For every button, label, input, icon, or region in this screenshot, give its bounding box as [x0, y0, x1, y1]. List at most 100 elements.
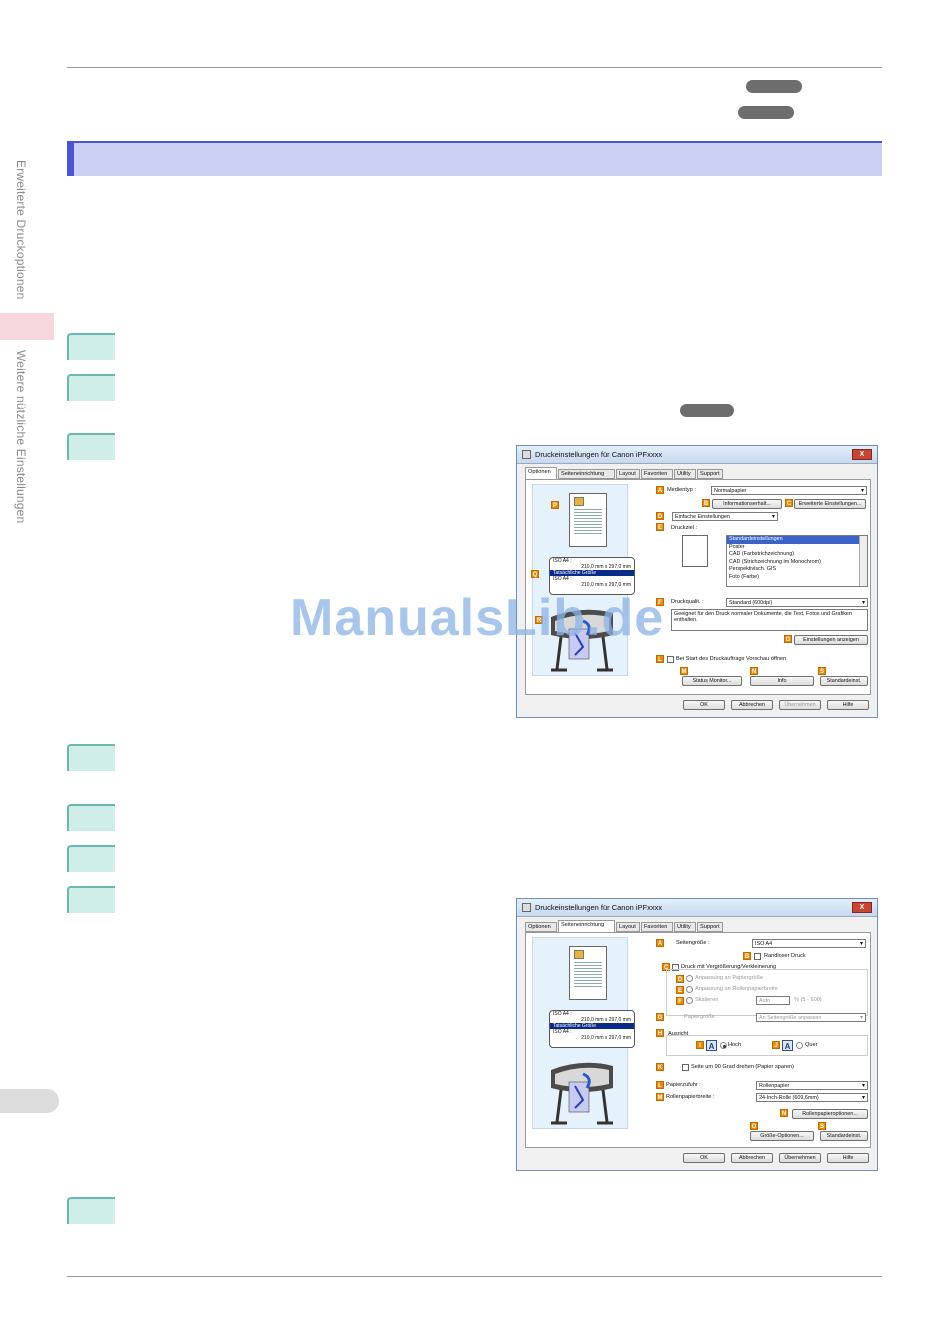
letter-N: N	[780, 1109, 788, 1117]
sidebar-section-label: Weitere nützliche Einstellungen	[14, 350, 28, 524]
dialog-title: Druckeinstellungen für Canon iPFxxxx	[535, 450, 663, 459]
tab-optionen[interactable]: Optionen	[525, 467, 557, 479]
letter-G: G	[784, 635, 792, 643]
defaults-button[interactable]: Standardeinst.	[820, 1131, 868, 1141]
help-button[interactable]: Hilfe	[827, 1153, 869, 1163]
tab-favoriten[interactable]: Favoriten	[641, 922, 673, 932]
letter-C: C	[785, 499, 793, 507]
quality-select[interactable]: Standard (600dpi)▾	[726, 598, 868, 607]
close-button[interactable]: X	[852, 902, 872, 913]
scale-checkbox[interactable]	[672, 964, 679, 971]
portrait-icon: A	[706, 1040, 717, 1051]
paper-size-label: Papiergröße :	[684, 1014, 718, 1020]
tab-seiteneinrichtung[interactable]: Seiteneinrichtung	[558, 469, 615, 479]
page-size-select[interactable]: ISO A4▾	[752, 939, 866, 948]
top-rule	[67, 67, 882, 68]
apply-button[interactable]: Übernehmen	[779, 700, 821, 710]
list-scrollbar[interactable]	[859, 536, 867, 586]
size-actual-toggle[interactable]: Tatsächliche Größe	[550, 1023, 634, 1029]
letter-R: R	[535, 616, 543, 624]
rotate-label: Seite um 90 Grad drehen (Papier sparen)	[691, 1064, 794, 1070]
quality-label: Druckqualit. :	[671, 599, 704, 605]
tab-layout[interactable]: Layout	[616, 922, 640, 932]
tab-support[interactable]: Support	[697, 922, 723, 932]
scaling-radio[interactable]	[686, 997, 693, 1004]
dialog-titlebar: Druckeinstellungen für Canon iPFxxxx X	[517, 446, 877, 464]
info-button[interactable]: Informationserhalt...	[712, 499, 782, 509]
roll-options-button[interactable]: Rollenpapieroptionen...	[792, 1109, 868, 1119]
apply-button[interactable]: Übernehmen	[779, 1153, 821, 1163]
roll-width-select[interactable]: 24-Inch-Rolle (609,6mm)▾	[756, 1093, 868, 1102]
druckziel-item[interactable]: CAD (Strichzeichnung im Monochrom)	[729, 558, 821, 565]
preview-area: ISO A4 : 210,0 mm x 297,0 mm Tatsächlich…	[532, 937, 635, 1129]
sidebar-index-tab[interactable]	[0, 1089, 59, 1113]
fit-paper-radio[interactable]	[686, 975, 693, 982]
size-actual-toggle[interactable]: Tatsächliche Größe	[550, 570, 634, 576]
printer-icon	[522, 903, 531, 912]
size-line-2: ISO A4 :	[553, 576, 572, 582]
medientyp-select[interactable]: Normalpapier▾	[711, 486, 867, 495]
defaults-button[interactable]: Standardeinst.	[820, 676, 868, 686]
letter-D: D	[676, 975, 684, 983]
tab-support[interactable]: Support	[697, 469, 723, 479]
cancel-button[interactable]: Abbrechen	[731, 1153, 773, 1163]
paper-size-select[interactable]: An Seitengröße anpassen▾	[756, 1013, 866, 1022]
step-marker-6	[67, 845, 115, 872]
landscape-icon: A	[782, 1040, 793, 1051]
status-monitor-button[interactable]: Status Monitor...	[682, 676, 742, 686]
tab-layout[interactable]: Layout	[616, 469, 640, 479]
fit-roll-radio[interactable]	[686, 986, 693, 993]
scale-label: Druck mit Vergrößerung/Verkleinerung	[681, 964, 777, 970]
tab-utility[interactable]: Utility	[674, 469, 696, 479]
sidebar-active-tab[interactable]	[0, 313, 54, 340]
preview-checkbox[interactable]	[667, 656, 674, 663]
medientyp-label: Medientyp :	[667, 487, 696, 493]
rotate-checkbox[interactable]	[682, 1064, 689, 1071]
chevron-down-icon: ▾	[859, 1015, 863, 1021]
druckziel-item[interactable]: Perspektivisch. GIS	[729, 566, 777, 573]
help-button[interactable]: Hilfe	[827, 700, 869, 710]
druckziel-item[interactable]: Poster	[729, 543, 745, 550]
ok-button[interactable]: OK	[683, 1153, 725, 1163]
nav-pill-1[interactable]	[746, 80, 802, 93]
info-dialog-button[interactable]: Info	[750, 676, 814, 686]
druckziel-item[interactable]: Foto (Farbe)	[729, 573, 759, 580]
ok-button[interactable]: OK	[683, 700, 725, 710]
paper-source-select[interactable]: Rollenpapier▾	[756, 1081, 868, 1090]
letter-G: G	[656, 1013, 664, 1021]
druckziel-list[interactable]: Standardeinstellungen Poster CAD (Farbst…	[726, 535, 868, 587]
letter-N: N	[750, 667, 758, 675]
page-size-value: ISO A4	[755, 941, 773, 947]
show-settings-button[interactable]: Einstellungen anzeigen	[794, 635, 868, 645]
tab-optionen[interactable]: Optionen	[525, 922, 557, 932]
borderless-checkbox[interactable]	[754, 953, 761, 960]
page-setup-panel: ISO A4 : 210,0 mm x 297,0 mm Tatsächlich…	[525, 932, 871, 1148]
landscape-radio[interactable]	[796, 1042, 803, 1049]
druckziel-item[interactable]: Standardeinstellungen	[727, 536, 867, 544]
druckziel-item[interactable]: CAD (Farbstrichzeichnung)	[729, 551, 795, 558]
mode-select[interactable]: Einfache Einstellungen▾	[672, 512, 778, 521]
tab-utility[interactable]: Utility	[674, 922, 696, 932]
letter-L: L	[656, 1081, 664, 1089]
tab-seiteneinrichtung[interactable]: Seiteneinrichtung	[558, 920, 615, 932]
portrait-label: Hoch	[728, 1042, 742, 1048]
scaling-input[interactable]: Auto	[756, 996, 790, 1005]
step-marker-4	[67, 744, 115, 771]
scaling-label: Skalieren	[695, 997, 719, 1003]
cancel-button[interactable]: Abbrechen	[731, 700, 773, 710]
scaling-value: Auto	[759, 998, 771, 1004]
nav-pill-3[interactable]	[680, 404, 734, 417]
nav-pill-2[interactable]	[738, 106, 794, 119]
close-button[interactable]: X	[852, 449, 872, 460]
dialog-titlebar: Druckeinstellungen für Canon iPFxxxx X	[517, 899, 877, 917]
letter-F: F	[656, 598, 664, 606]
print-settings-dialog-options: Druckeinstellungen für Canon iPFxxxx X O…	[516, 445, 878, 718]
bottom-rule	[67, 1276, 882, 1277]
advanced-settings-button[interactable]: Erweiterte Einstellungen...	[794, 499, 866, 509]
tab-favoriten[interactable]: Favoriten	[641, 469, 673, 479]
size-options-button[interactable]: Größe-Optionen...	[750, 1131, 814, 1141]
size-line-1: ISO A4 :	[553, 1011, 572, 1017]
portrait-radio[interactable]	[720, 1042, 727, 1049]
preview-checkbox-label: Bei Start des Druckauftrags Vorschau öff…	[676, 656, 787, 662]
size-line-1: ISO A4 :	[553, 558, 572, 564]
